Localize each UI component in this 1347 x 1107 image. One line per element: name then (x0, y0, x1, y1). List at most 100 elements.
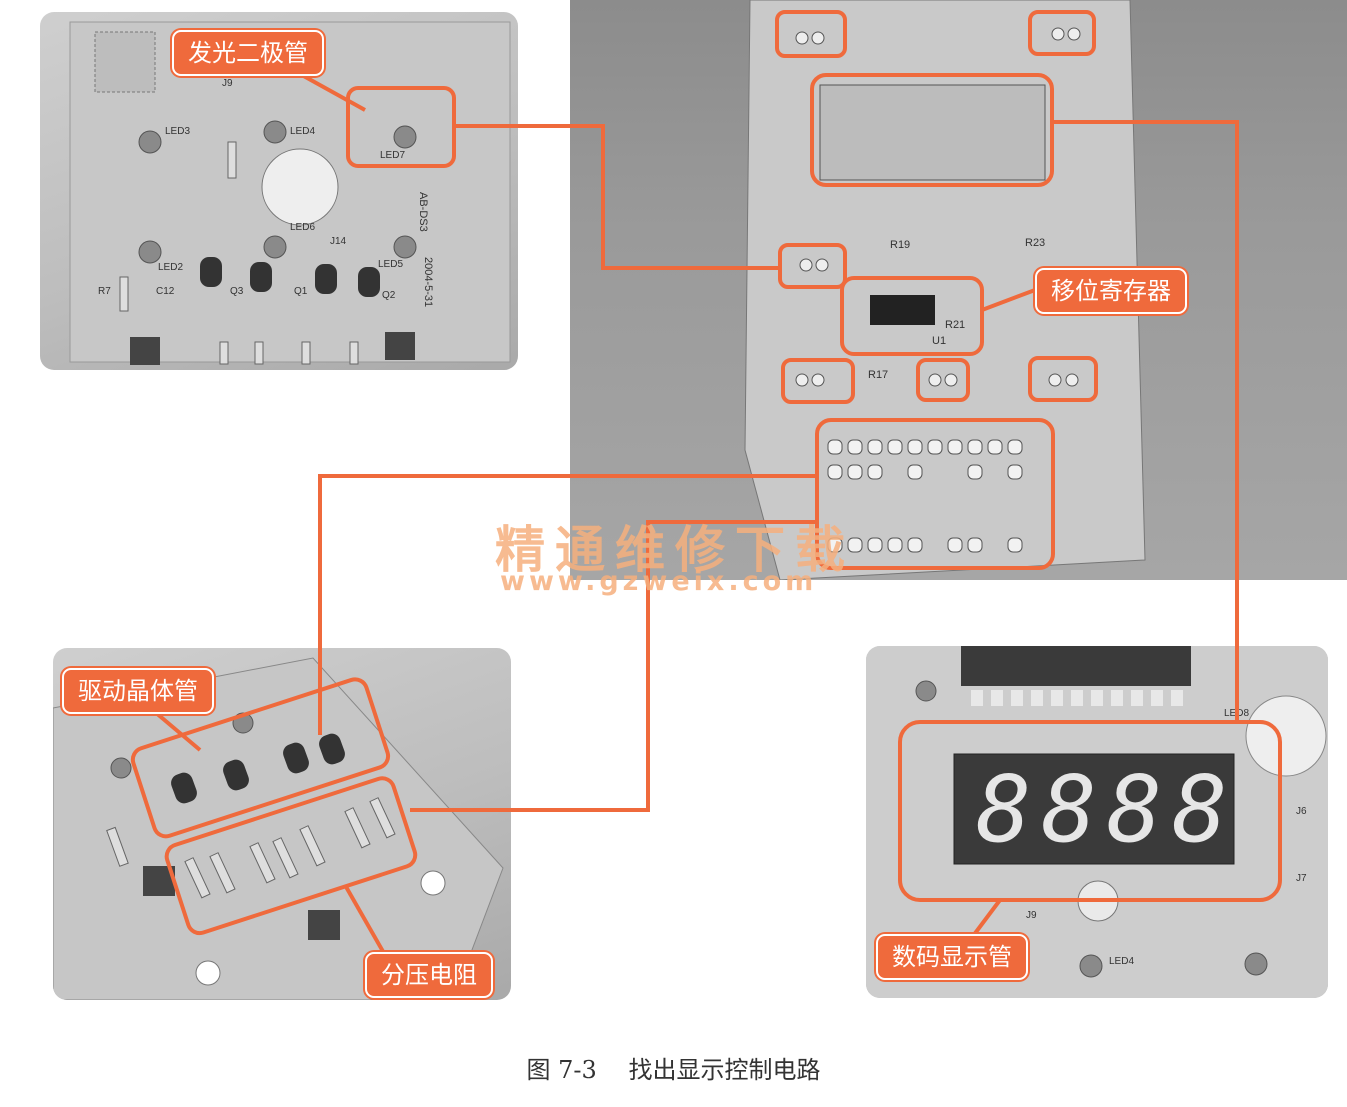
silk-led5: LED5 (378, 259, 403, 270)
ic-pins (971, 690, 1183, 706)
transistor-q3 (200, 257, 222, 287)
highlight-pad-bm (916, 358, 970, 402)
line-ic-to-display (1052, 120, 1239, 722)
highlight-display (898, 720, 1282, 902)
silk-u1: U1 (932, 335, 946, 347)
transistor-q2 (358, 267, 380, 297)
main-board-drawing: R19 R23 R21 R17 U1 (744, 0, 1146, 580)
ic-footprint-top (819, 84, 1046, 181)
pointer-shift-register (981, 288, 1036, 312)
transistor-q (250, 262, 272, 292)
silk-date: 2004-5-31 (422, 257, 434, 307)
watermark-title: 精通维修下载 (495, 520, 855, 579)
led-board-drawing: LED3 LED4 LED7 LED2 LED6 LED5 J9 J14 C12… (69, 21, 511, 365)
silk-j14: J14 (330, 236, 347, 247)
led-2 (138, 240, 162, 264)
silk-led4: LED4 (1109, 956, 1134, 967)
highlight-ic-top (810, 73, 1054, 187)
highlight-pad-tl (775, 10, 847, 58)
highlight-pad-led (778, 243, 847, 289)
label-divider-resistor: 分压电阻 (365, 952, 493, 998)
silk-j9: J9 (1026, 910, 1037, 921)
led (110, 757, 132, 779)
pointer-transistor (153, 710, 202, 752)
silk-j6: J6 (1296, 806, 1307, 817)
pointer-led (299, 72, 366, 112)
tactile-button (385, 332, 415, 360)
led-5 (393, 235, 417, 259)
transistor (171, 772, 197, 804)
led (1244, 952, 1268, 976)
led-3 (138, 130, 162, 154)
highlight-pad-bl (781, 358, 855, 404)
pointer-display (968, 898, 1002, 942)
silk-j9: J9 (222, 78, 233, 89)
highlight-connector (815, 418, 1055, 570)
silk-board-id: AB-DS3 (417, 192, 429, 232)
silk-q2: Q2 (382, 290, 396, 301)
shift-register-chip (870, 295, 935, 325)
mount-hole (195, 960, 221, 986)
resistor (301, 341, 311, 365)
silk-led4: LED4 (290, 126, 315, 137)
resistor (349, 341, 359, 365)
resistor (119, 276, 129, 312)
line-led-to-pad (454, 124, 780, 270)
silk-j7: J7 (1296, 873, 1307, 884)
transistor (319, 733, 345, 765)
resistors (106, 797, 396, 899)
tactile-button (130, 337, 160, 365)
display-digits: 8888 (976, 756, 1238, 863)
resistor (254, 341, 264, 365)
line-resistor-to-connector (410, 520, 817, 812)
buzzer (1245, 695, 1327, 777)
main-board-photo: R19 R23 R21 R17 U1 (570, 0, 1347, 580)
highlight-pad-tr (1028, 10, 1096, 56)
pointer-resistor (343, 884, 387, 956)
transistor (283, 742, 309, 774)
buzzer (261, 148, 339, 226)
silk-led2: LED2 (158, 262, 183, 273)
silk-led3: LED3 (165, 126, 190, 137)
watermark-url: www.gzweix.com (500, 566, 818, 597)
highlight-led (346, 86, 456, 168)
silk-r21: R21 (945, 319, 965, 331)
display-board-drawing: 8888 LED4 J9 LED8 J6 J7 (866, 646, 1328, 998)
figure-number: 图 7-3 (526, 1056, 597, 1084)
silk-led6: LED6 (290, 222, 315, 233)
label-driver-transistor: 驱动晶体管 (62, 668, 214, 714)
highlight-shift-register (840, 276, 984, 356)
figure-title: 找出显示控制电路 (628, 1056, 821, 1084)
silk-r23: R23 (1025, 237, 1045, 249)
highlight-resistors (164, 776, 418, 936)
label-digital-display: 数码显示管 (876, 934, 1028, 980)
seven-segment-display (953, 753, 1235, 865)
silk-c12: C12 (156, 286, 175, 297)
display-driver-ic (961, 646, 1191, 686)
transistor (223, 759, 249, 791)
label-led: 发光二极管 (172, 30, 324, 76)
figure-caption: 图 7-3 找出显示控制电路 (0, 1050, 1347, 1085)
led (1079, 954, 1103, 978)
resistor (219, 341, 229, 365)
silk-r17: R17 (868, 369, 888, 381)
highlight-transistors (130, 677, 391, 839)
connector-pads (827, 439, 1023, 553)
mount-hole (420, 870, 446, 896)
display-board-photo: 8888 LED4 J9 LED8 J6 J7 (866, 646, 1328, 998)
transistor-q1 (315, 264, 337, 294)
silk-r7: R7 (98, 286, 111, 297)
silk-q3: Q3 (230, 286, 244, 297)
resistor (227, 141, 237, 179)
led-6 (263, 235, 287, 259)
line-transistor-to-connector (318, 474, 817, 735)
pads (795, 27, 1081, 387)
led-7 (393, 125, 417, 149)
tactile-button (308, 910, 340, 940)
silk-led7: LED7 (380, 150, 405, 161)
highlight-pad-br (1028, 356, 1098, 402)
led (915, 680, 937, 702)
led-4 (263, 120, 287, 144)
silk-q1: Q1 (294, 286, 308, 297)
